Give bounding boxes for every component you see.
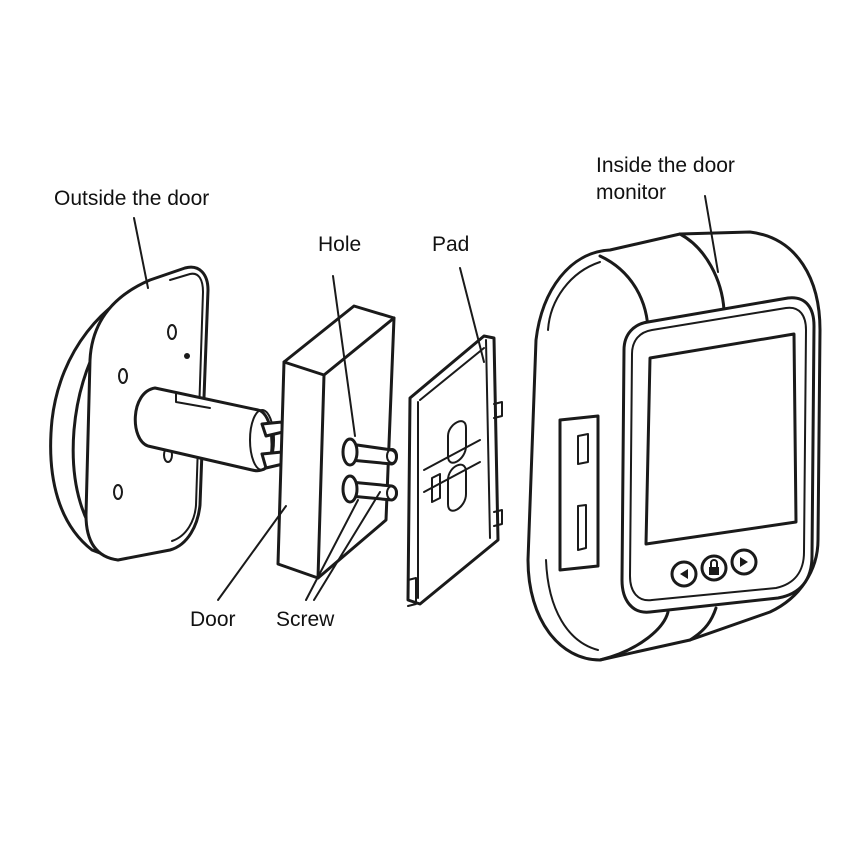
label-inside-line1: Inside the door: [596, 154, 735, 177]
label-inside-line2: monitor: [596, 181, 667, 204]
label-door: Door: [190, 608, 236, 631]
label-pad: Pad: [432, 233, 470, 256]
leader-screw-1: [305, 499, 359, 601]
play-left-icon: [680, 569, 688, 579]
leader-door: [217, 505, 287, 601]
lock-icon: [709, 559, 719, 575]
leader-lines: [133, 195, 719, 601]
label-hole: Hole: [318, 233, 362, 256]
leader-inside: [704, 195, 719, 273]
leader-screw-2: [313, 491, 381, 601]
leader-hole: [332, 275, 356, 437]
leader-pad: [459, 267, 485, 363]
play-right-icon: [740, 557, 748, 567]
label-outside-door: Outside the door: [54, 187, 210, 210]
mounting-pad: [406, 334, 503, 607]
label-screw: Screw: [276, 608, 335, 631]
lock-button[interactable]: [700, 554, 728, 582]
door-block: [276, 304, 398, 580]
inside-monitor: [526, 230, 822, 662]
right-button[interactable]: [730, 548, 758, 576]
left-button[interactable]: [670, 560, 698, 588]
leader-outside: [133, 217, 149, 289]
outside-camera: [49, 265, 285, 562]
